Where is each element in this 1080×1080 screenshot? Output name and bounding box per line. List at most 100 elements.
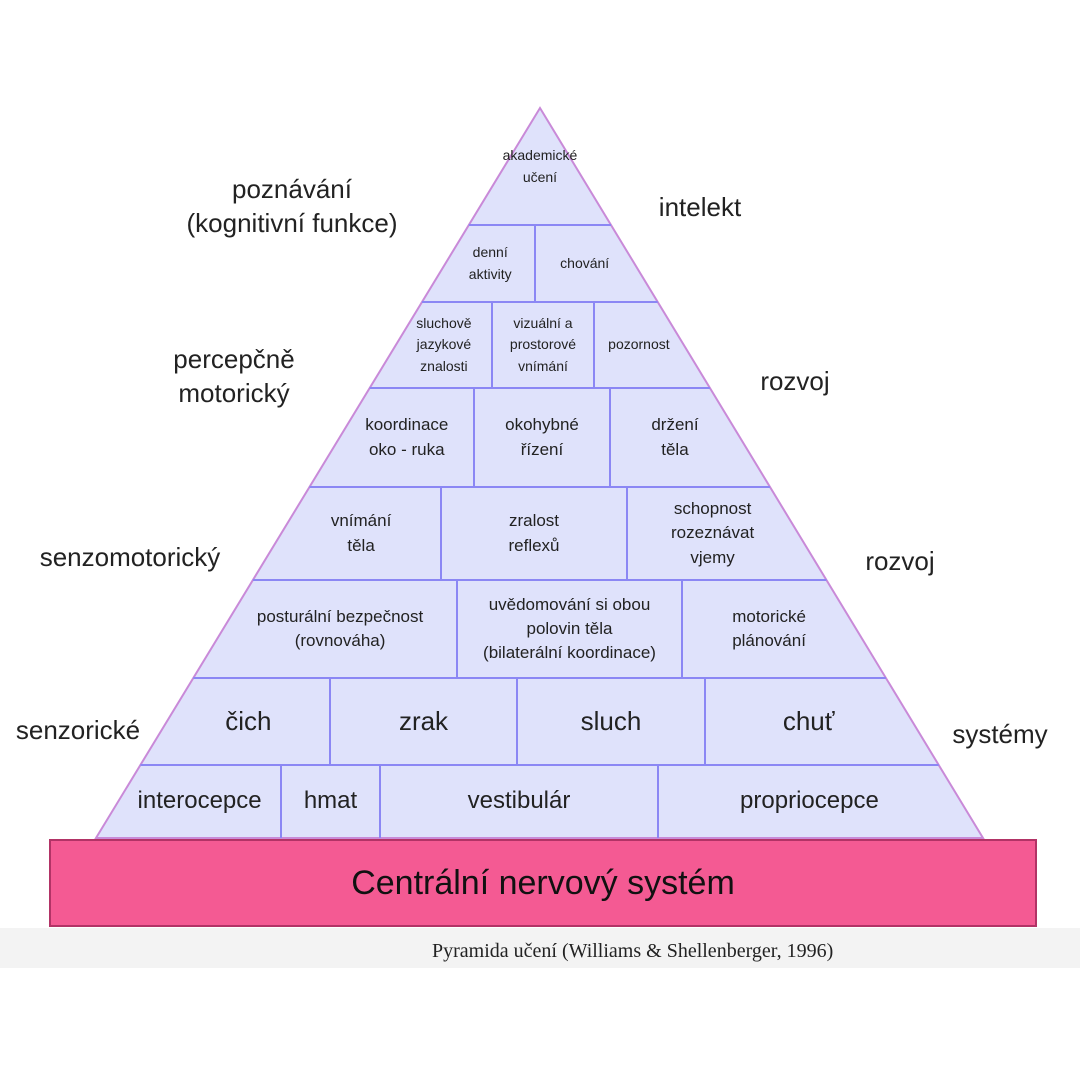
pyramid-cell-line: vizuální a [513, 314, 573, 331]
side-label-line: poznávání [232, 174, 352, 204]
pyramid-cell-text: sluchově jazykové znalosti [416, 313, 471, 378]
pyramid-cell-line: oko - ruka [368, 439, 445, 459]
pyramid-cell: akademické učení [503, 110, 578, 223]
pyramid-cell-line: reflexů [508, 535, 560, 555]
pyramid-cell-text: vestibulár [468, 785, 571, 817]
pyramid-cell-line: držení [651, 415, 699, 435]
pyramid-cell: okohybné řízení [476, 390, 608, 485]
pyramid-cell-line: rozeznávat [671, 523, 755, 543]
pyramid-cell: koordinace oko - ruka [342, 390, 472, 485]
pyramid-cell-line: aktivity [468, 265, 512, 282]
side-label-line: rozvoj [760, 366, 830, 396]
base-rect [49, 839, 1037, 927]
pyramid-cell-line: hmat [303, 787, 358, 815]
pyramid-cell-text: koordinace oko - ruka [365, 413, 448, 462]
side-label-line: senzomotorický [39, 542, 221, 572]
side-label-right-3: systémy [870, 717, 1080, 751]
pyramid-cell-line: znalosti [420, 357, 468, 374]
pyramid-cell-text: akademické učení [503, 145, 578, 188]
pyramid-cell-line: pozornost [608, 336, 670, 353]
pyramid-cell: schopnost rozeznávat vjemy [629, 489, 796, 578]
side-label-line: motorický [178, 378, 290, 408]
pyramid-cell-text: uvědomování si obou polovin těla (bilaterá… [483, 593, 656, 666]
pyramid-cell-text: chuť [783, 704, 835, 739]
pyramid-cell-line: interocepce [137, 787, 262, 815]
pyramid-cell-line: sluchově [416, 314, 472, 331]
pyramid-cell-line: motorické [732, 606, 806, 626]
side-label-line: (kognitivní funkce) [186, 208, 398, 238]
pyramid-cell-text: zralost reflexů [508, 509, 559, 558]
pyramid-cell: chování [537, 227, 632, 300]
pyramid-cell-line: vestibulár [467, 787, 571, 815]
pyramid-cell-line: uvědomování si obou [488, 594, 651, 614]
pyramid-body [94, 106, 985, 839]
pyramid-cell-line: jazykové [416, 336, 472, 353]
pyramid-cell-line: chování [560, 254, 610, 271]
pyramid-cell-line: vjemy [690, 547, 735, 567]
pyramid-cell: vestibulár [382, 767, 656, 836]
pyramid-cell-line: propriocepce [740, 787, 879, 815]
base-label: Centrální nervový systém [351, 863, 735, 902]
pyramid-cell-line: (bilaterální koordinace) [483, 643, 656, 663]
pyramid-cell: propriocepce [660, 767, 959, 836]
pyramid-cell-line: posturální bezpečnost [256, 606, 424, 626]
pyramid-cell-line: vnímání [518, 357, 568, 374]
pyramid-cell-line: zralost [508, 511, 560, 531]
pyramid-cell-line: učení [522, 168, 558, 185]
pyramid-cell-line: těla [661, 439, 689, 459]
pyramid-cell: uvědomování si obou polovin těla (bilaterá… [459, 582, 680, 676]
pyramid-cell-line: (rovnováha) [294, 631, 386, 650]
pyramid-cell-line: zrak [398, 705, 449, 736]
pyramid-cell-text: držení těla [651, 413, 698, 462]
side-label-left-3: senzorické [0, 713, 208, 747]
side-label-line: senzorické [15, 715, 141, 745]
pyramid-cell-text: pozornost [608, 334, 669, 356]
pyramid-cell-text: posturální bezpečnost (rovnováha) [257, 605, 423, 654]
pyramid-cell-line: polovin těla [526, 618, 613, 638]
pyramid-cell-text: interocepce [138, 785, 262, 817]
pyramid-cell-text: sluch [581, 704, 642, 739]
pyramid-cell-text: okohybné řízení [505, 413, 579, 462]
side-label-line: rozvoj [865, 546, 935, 576]
pyramid-cell: držení těla [612, 390, 738, 485]
pyramid-cell-line: čich [225, 705, 272, 736]
central-nervous-system-base: Centrální nervový systém [50, 840, 1036, 926]
side-label-right-1: rozvoj [665, 364, 925, 398]
pyramid-cell: sluch [519, 680, 703, 763]
side-label-line: systémy [952, 719, 1048, 749]
pyramid-cell-line: schopnost [673, 499, 752, 519]
pyramid-cell: posturální bezpečnost (rovnováha) [225, 582, 455, 676]
pyramid-cell-line: sluch [580, 705, 642, 736]
pyramid-cell: interocepce [120, 767, 279, 836]
pyramid-cell: zrak [332, 680, 515, 763]
caption-strip [0, 928, 1080, 968]
pyramid-cell-text: chování [560, 253, 609, 275]
side-label-right-0: intelekt [570, 190, 830, 224]
pyramid-cell-line: chuť [782, 705, 835, 736]
pyramid-cell-text: schopnost rozeznávat vjemy [671, 497, 754, 570]
side-label-left-0: poznávání (kognitivní funkce) [162, 172, 422, 240]
side-label-line: intelekt [658, 192, 742, 222]
pyramid-cell-text: denní aktivity [469, 242, 512, 285]
pyramid-cell: vnímání těla [283, 489, 439, 578]
figure-caption: Pyramida učení (Williams & Shellenberger… [432, 940, 834, 962]
pyramid-cell: hmat [283, 767, 378, 836]
pyramid-cell-line: těla [347, 535, 375, 555]
pyramid-cell-line: okohybné [505, 415, 579, 435]
pyramid-cell-line: vnímání [330, 511, 392, 531]
side-label-right-2: rozvoj [770, 544, 1030, 578]
pyramid-cell: denní aktivity [447, 227, 533, 300]
pyramid-cell-text: vnímání těla [331, 509, 391, 558]
pyramid-cell-line: denní [472, 243, 508, 260]
pyramid-cell-line: řízení [520, 439, 564, 459]
pyramid-cell-line: akademické [502, 146, 578, 163]
pyramid-cell-text: čich [225, 704, 271, 739]
pyramid-cell-text: hmat [304, 785, 357, 817]
pyramid-cell-line: koordinace [365, 415, 449, 435]
